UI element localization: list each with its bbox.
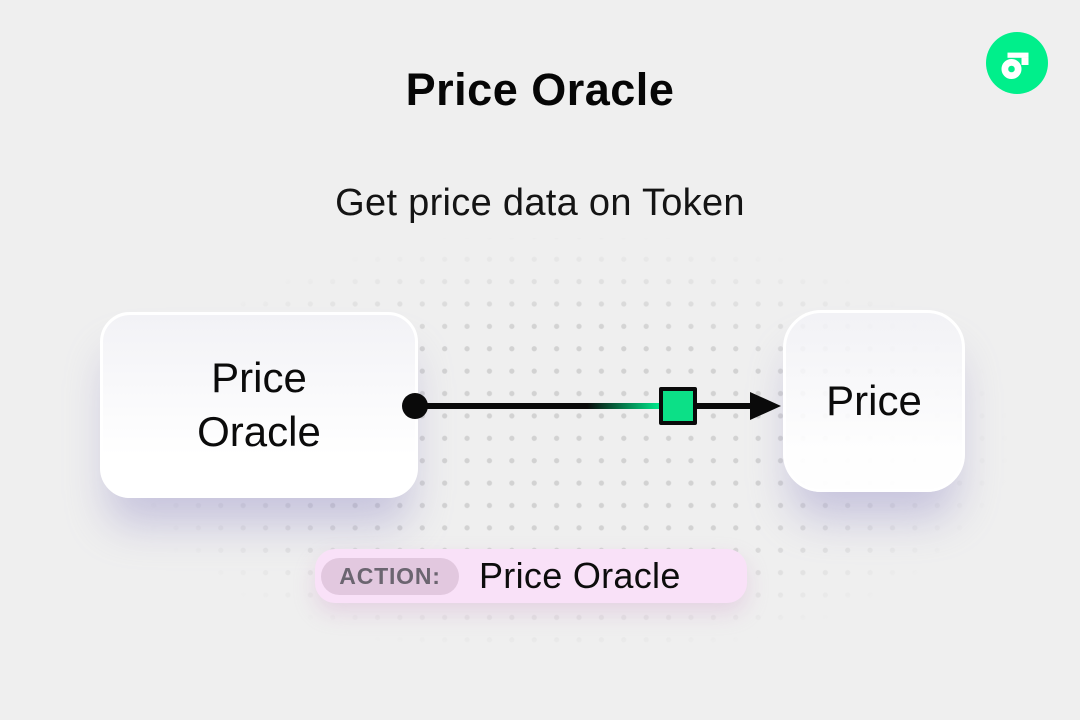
page-title: Price Oracle (405, 64, 675, 115)
connector-green-square (659, 387, 697, 425)
node-label: Price Oracle (197, 354, 321, 455)
flow-logo-icon (986, 32, 1048, 94)
page-subtitle: Get price data on Token (335, 182, 745, 224)
action-badge-label: ACTION: (321, 557, 459, 595)
connector-arrowhead-icon (750, 392, 781, 420)
diagram-node-price: Price (783, 310, 965, 492)
action-badge: ACTION: Price Oracle (315, 549, 747, 603)
action-badge-value: Price Oracle (479, 555, 681, 596)
connector-line (415, 403, 661, 409)
node-label: Price (826, 377, 922, 425)
diagram-node-price-oracle: Price Oracle (100, 312, 418, 498)
connector-line (695, 403, 752, 409)
